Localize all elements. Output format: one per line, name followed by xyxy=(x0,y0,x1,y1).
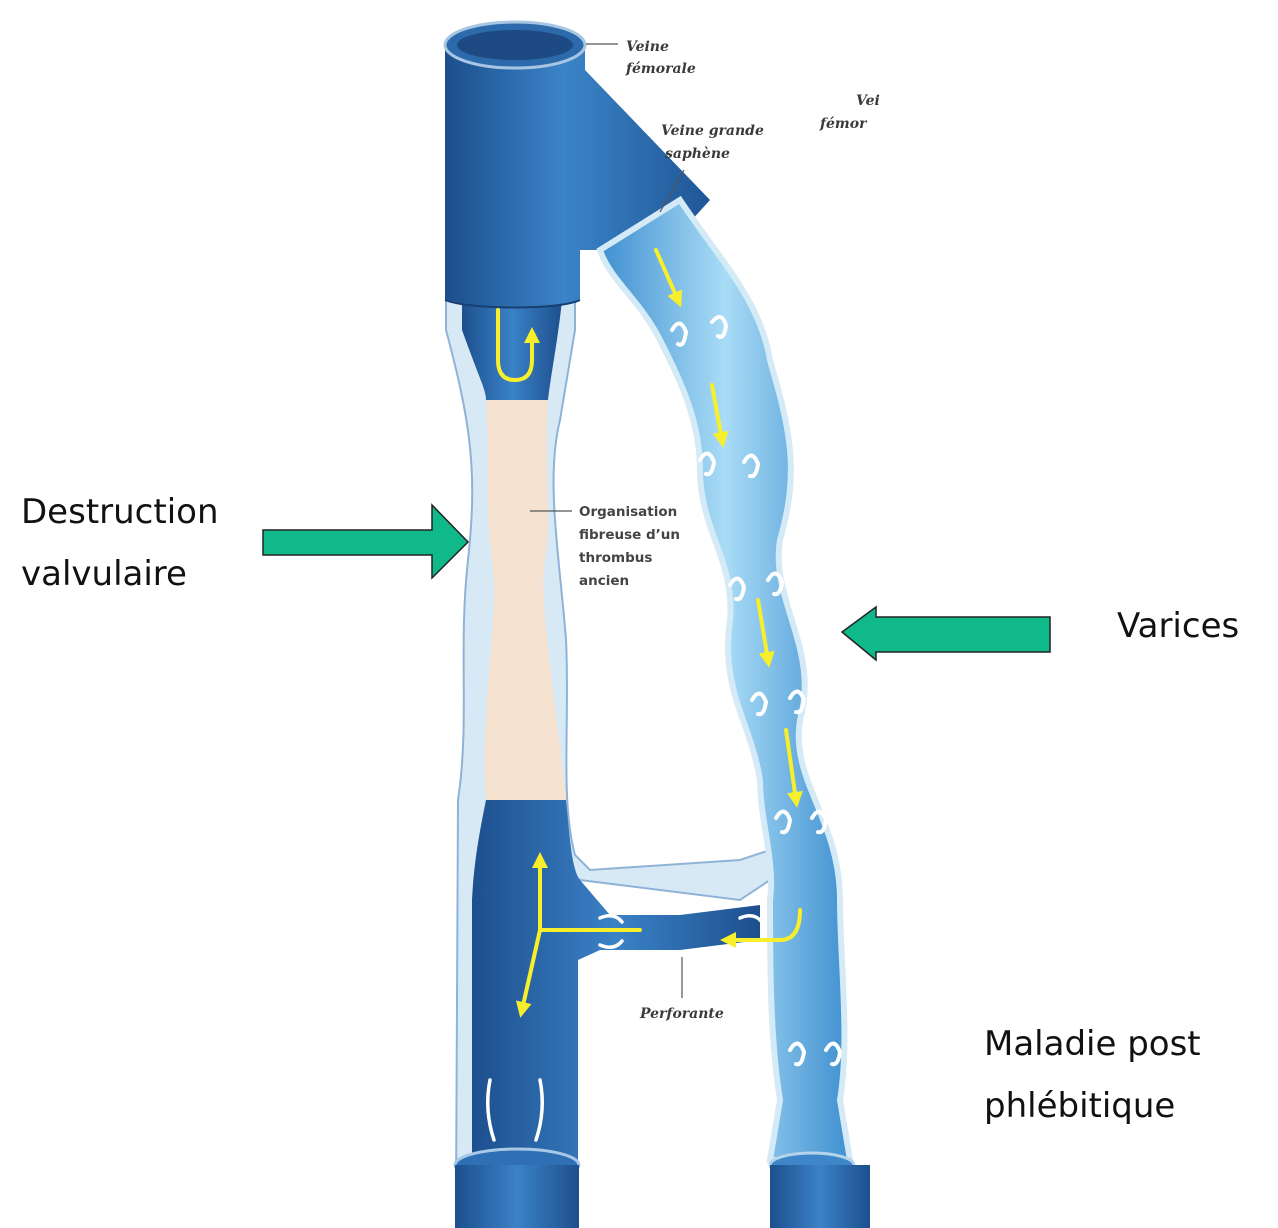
label-saphene-2: saphène xyxy=(665,146,730,162)
label-organisation-3: thrombus xyxy=(579,550,652,566)
arrow-varices xyxy=(842,607,1050,660)
label-organisation-2: fibreuse d’un xyxy=(579,527,680,543)
label-organisation-4: ancien xyxy=(579,573,629,589)
annotation-destruction-1: Destruction xyxy=(21,491,219,533)
label-perforante: Perforante xyxy=(639,1006,724,1022)
varicose-saphenous-vein xyxy=(600,200,870,1228)
label-veine-femorale-cut-1: Vei xyxy=(856,93,880,109)
annotation-maladie-2: phlébitique xyxy=(984,1085,1175,1127)
label-veine-femorale-2: fémorale xyxy=(625,61,696,77)
label-saphene-1: Veine grande xyxy=(661,123,764,139)
label-organisation-1: Organisation xyxy=(579,504,677,520)
label-veine-femorale-cut-2: fémor xyxy=(819,116,868,132)
annotation-maladie-1: Maladie post xyxy=(984,1023,1201,1065)
annotation-destruction-2: valvulaire xyxy=(21,553,187,595)
annotation-varices: Varices xyxy=(1117,605,1239,647)
arrow-destruction xyxy=(263,505,468,578)
label-veine-femorale-1: Veine xyxy=(626,39,669,55)
